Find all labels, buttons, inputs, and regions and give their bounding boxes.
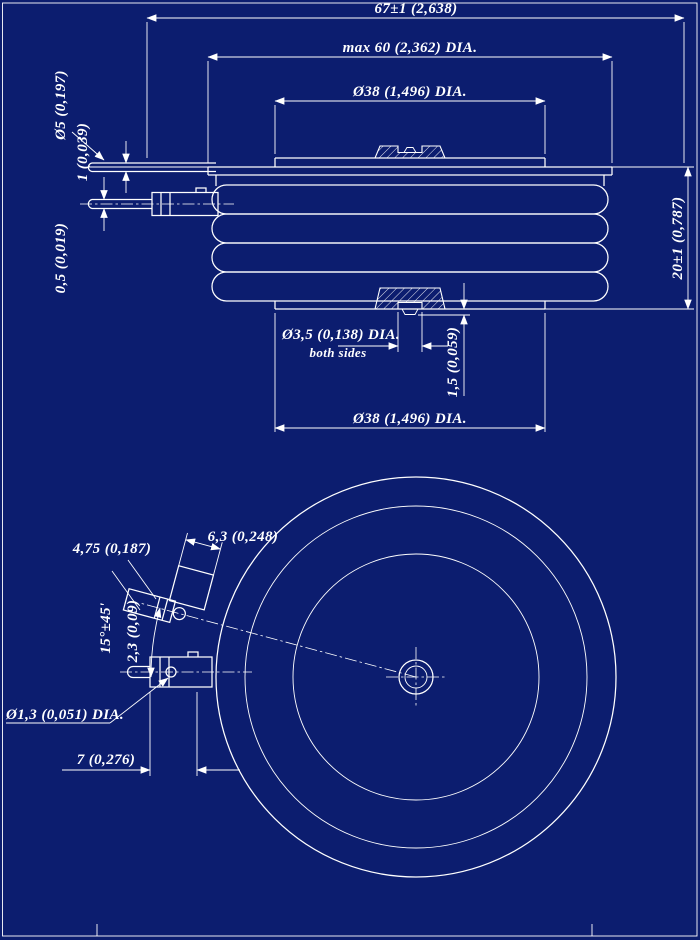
- dim-overall-width: 67±1 (2,638): [146, 1, 685, 163]
- dim-lead-thickness: 1 (0,039): [75, 123, 130, 193]
- dim-lead-angle: 15°±45': [98, 602, 114, 653]
- dim-terminal-width: 7 (0,276): [62, 692, 240, 776]
- dim-tab-width: 6,3 (0,248): [208, 529, 279, 545]
- dim-label-lead-width: 2,3 (0,09): [125, 600, 141, 664]
- drawing-primitive: [211, 184, 609, 215]
- drawing-primitive: [141, 603, 417, 678]
- drawing-primitive: [147, 607, 162, 678]
- drawing-primitive: [161, 598, 169, 621]
- dim-label-pole-dia-bottom: Ø38 (1,496) DIA.: [352, 411, 467, 427]
- drawing-primitive: [211, 242, 609, 273]
- drawing-primitive: [185, 538, 221, 551]
- drawing-primitive: [292, 553, 540, 801]
- dim-label-tab-width: 6,3 (0,248): [208, 529, 279, 545]
- dim-pip-depth: 1,5 (0,059): [418, 283, 470, 397]
- dim-lead-offset: 0,5 (0,019): [53, 177, 108, 294]
- dim-max-dia: max 60 (2,362) DIA.: [207, 40, 613, 163]
- drawing-primitive: [111, 570, 141, 611]
- drawing-primitive: [244, 505, 588, 849]
- drawing-primitive: [211, 213, 609, 244]
- dim-label-pip-dia: Ø3,5 (0,138) DIA.: [281, 327, 400, 343]
- gate-leads: [80, 162, 234, 217]
- drawing-primitive: [127, 559, 157, 600]
- drawing-primitive: [168, 565, 215, 611]
- side-view-outline: [88, 157, 694, 310]
- dim-label-height: 20±1 (0,787): [670, 196, 686, 280]
- dim-lead-width: 2,3 (0,09): [125, 600, 141, 664]
- device-circles: [215, 476, 617, 878]
- dim-label-max-dia: max 60 (2,362) DIA.: [343, 40, 478, 56]
- dim-lead-dia: Ø5 (0,197): [53, 70, 105, 161]
- bottom-view: 6,3 (0,248) 4,75 (0,187) 15°±45' 2,3 (0,…: [5, 476, 617, 878]
- drawing-primitive: [122, 587, 177, 624]
- dim-lead-angle-arc: [147, 607, 162, 678]
- drawing-primitive: [374, 145, 446, 159]
- dim-pole-dia-top: Ø38 (1,496) DIA.: [274, 84, 546, 154]
- dim-label-lead-dia: Ø5 (0,197): [53, 70, 69, 141]
- dim-pip-dia: Ø3,5 (0,138) DIA. both sides: [281, 312, 448, 360]
- drawing-primitive: [172, 606, 186, 621]
- drawing-primitive: [87, 162, 216, 173]
- drawing-primitive: [178, 532, 188, 566]
- dim-label-lead-angle: 15°±45': [98, 602, 114, 653]
- dim-tab-length: 4,75 (0,187): [72, 541, 157, 611]
- dim-label-overall-width: 67±1 (2,638): [374, 1, 457, 17]
- drawing-primitive: [195, 187, 207, 193]
- dim-hole-dia: Ø1,3 (0,051) DIA.: [5, 677, 169, 724]
- top-pole-boss: [374, 145, 446, 159]
- dim-label-tab-length: 4,75 (0,187): [72, 541, 152, 557]
- drawing-primitive: [109, 677, 169, 724]
- side-view: 67±1 (2,638) max 60 (2,362) DIA. Ø38 (1,…: [53, 1, 694, 432]
- dim-label-pip-note: both sides: [309, 345, 366, 360]
- drawing-primitive: [71, 131, 105, 161]
- drawing-primitive: [126, 665, 150, 679]
- drawing-primitive: [187, 651, 199, 657]
- dim-label-pip-depth: 1,5 (0,059): [445, 327, 461, 398]
- drawing-primitive: [165, 666, 177, 678]
- dim-label-lead-thickness: 1 (0,039): [75, 123, 91, 182]
- drawing-primitive: [374, 287, 446, 310]
- drawing-primitive: [401, 308, 419, 315]
- dim-height: 20±1 (0,787): [670, 166, 692, 310]
- dim-label-terminal-width: 7 (0,276): [77, 752, 136, 768]
- drawing-primitive: [153, 596, 161, 619]
- bottom-pole-boss: [374, 287, 446, 315]
- dim-label-pole-dia-top: Ø38 (1,496) DIA.: [352, 84, 467, 100]
- drawing-primitive: [403, 147, 417, 153]
- gate-terminal-angled: [122, 532, 417, 678]
- ceramic-bellows: [211, 184, 609, 302]
- dim-label-lead-offset: 0,5 (0,019): [53, 223, 69, 294]
- dim-pole-dia-bottom: Ø38 (1,496) DIA.: [274, 313, 546, 432]
- dim-label-hole-dia: Ø1,3 (0,051) DIA.: [5, 707, 124, 723]
- drawing-primitive: [215, 476, 617, 878]
